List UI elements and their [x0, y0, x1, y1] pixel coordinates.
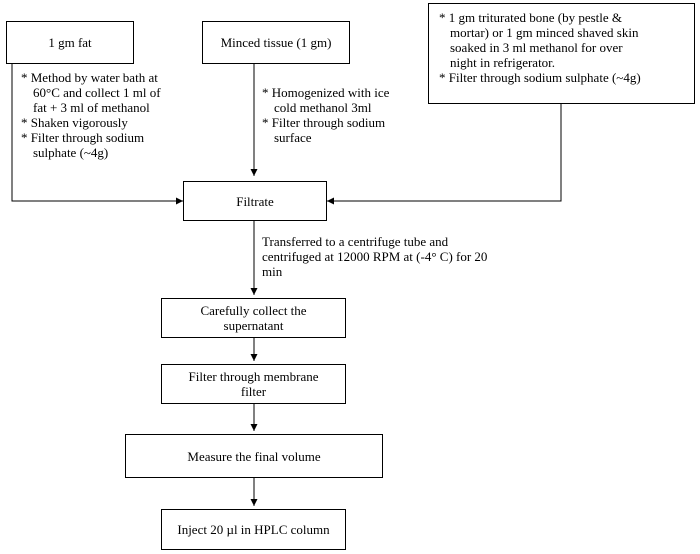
- volume-box: Measure the final volume: [125, 434, 383, 478]
- centrifuge-note-text: Transferred to a centrifuge tube and cen…: [262, 234, 488, 279]
- tissue-note-item: * Filter through sodium surface: [262, 115, 386, 145]
- bone-box-line: soaked in 3 ml methanol for over: [450, 40, 623, 55]
- bone-box-line: * 1 gm triturated bone (by pestle &: [439, 10, 623, 25]
- filtrate-box-label: Filtrate: [236, 193, 274, 209]
- connector-bone-to-filtrate: [327, 104, 562, 205]
- fat-note-item: * Shaken vigorously: [21, 115, 128, 130]
- volume-box-label: Measure the final volume: [187, 448, 321, 464]
- centrifuge-note: Transferred to a centrifuge tube and cen…: [262, 234, 502, 279]
- connector-fat-to-filtrate: [11, 64, 183, 205]
- filtrate-box: Filtrate: [183, 181, 327, 221]
- membrane-box: Filter through membrane filter: [161, 364, 346, 404]
- tissue-box: Minced tissue (1 gm): [202, 21, 350, 64]
- inject-box: Inject 20 µl in HPLC column: [161, 509, 346, 550]
- tissue-note-item: * Homogenized with ice cold methanol 3ml: [262, 85, 390, 115]
- bone-box-line: mortar) or 1 gm minced shaved skin: [450, 25, 639, 40]
- inject-box-label: Inject 20 µl in HPLC column: [177, 522, 330, 537]
- supernatant-box-label: Carefully collect the supernatant: [200, 303, 307, 333]
- bone-box-line: night in refrigerator.: [450, 55, 556, 70]
- membrane-box-label: Filter through membrane filter: [188, 369, 319, 399]
- tissue-box-label: Minced tissue (1 gm): [220, 35, 332, 50]
- bone-box: * 1 gm triturated bone (by pestle & mort…: [428, 3, 695, 104]
- bone-box-line: * Filter through sodium sulphate (~4g): [439, 70, 641, 85]
- fat-note-item: * Method by water bath at 60°C and colle…: [21, 70, 161, 115]
- tissue-notes: * Homogenized with ice cold methanol 3ml…: [262, 85, 412, 145]
- fat-note-item: * Filter through sodium sulphate (~4g): [21, 130, 145, 160]
- fat-notes: * Method by water bath at 60°C and colle…: [21, 70, 171, 160]
- fat-box: 1 gm fat: [6, 21, 134, 64]
- fat-box-label: 1 gm fat: [48, 35, 92, 50]
- supernatant-box: Carefully collect the supernatant: [161, 298, 346, 338]
